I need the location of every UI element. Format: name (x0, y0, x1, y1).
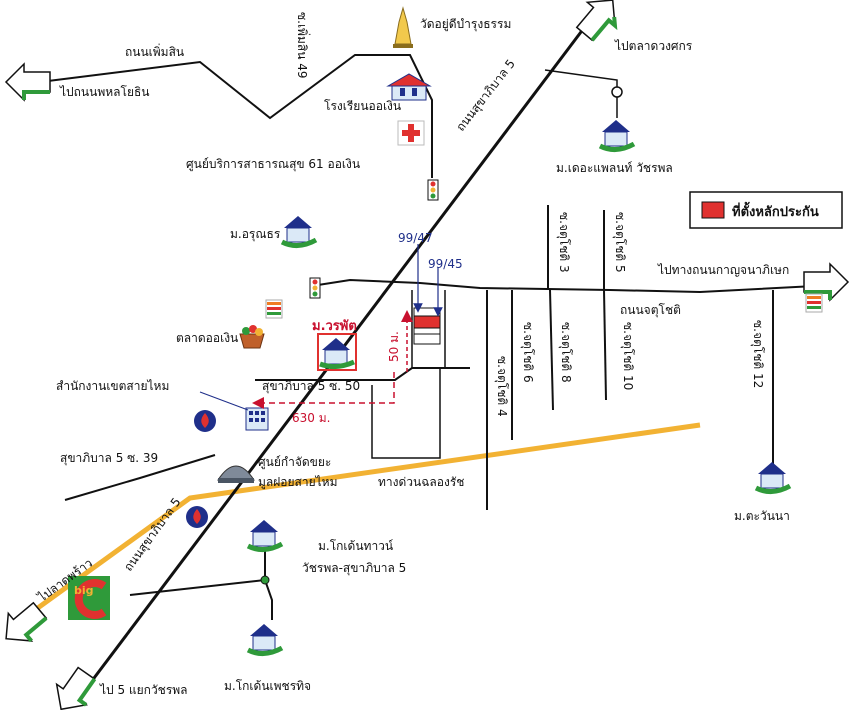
big-c-logo: big (68, 576, 110, 620)
label-sukhaphiban5-lower: ถนนสุขาภิบาล 5 (121, 495, 184, 574)
label-dir-bottom-left-lower: ไป 5 แยกวัชรพล (99, 683, 188, 697)
soi-chatuchot-10 (603, 289, 607, 401)
planet-connector (544, 69, 618, 118)
waste-center-icon (217, 465, 255, 483)
soi-chatuchot-8 (549, 289, 554, 411)
soi-50-road (255, 367, 470, 381)
label-distance-630m: 630 ม. (292, 411, 330, 425)
label-soi-50: สุขาภิบาล 5 ซ. 50 (262, 379, 360, 394)
label-waste-center-2: มูลฝอยสายไหม (258, 475, 337, 490)
soi-39-road (64, 454, 216, 501)
golden-town-road (129, 548, 266, 596)
label-soi-chatuchot-6: ซ.จตุโชติ 6 (520, 322, 535, 383)
label-sukhaphiban5-upper: ถนนสุขาภิบาล 5 (453, 57, 518, 135)
collateral-marker (413, 307, 441, 345)
house-icon-golden-phet (246, 624, 284, 656)
label-golden-town-2: วัชรพล-สุขาภิบาล 5 (302, 561, 406, 576)
label-market: ตลาดออเงิน (176, 331, 238, 345)
district-office-leader (199, 391, 249, 411)
label-golden-town-1: ม.โกเด้นทาวน์ (318, 539, 393, 553)
legend-box: ที่ตั้งหลักประกัน (689, 191, 843, 229)
label-dir-top-right: ไปตลาดวงศกร (614, 39, 693, 53)
big-c-text: big (74, 584, 94, 597)
expressway-line (33, 422, 701, 613)
label-golden-phet: ม.โกเด้นเพชรทิจ (224, 679, 311, 693)
label-soi-chatuchot-12: ซ.จตุโชติ 12 (750, 320, 765, 388)
label-dir-top-left: ไปถนนพหลโยธิน (59, 85, 150, 99)
label-soi-39: สุขาภิบาล 5 ซ. 39 (60, 451, 158, 466)
house-icon-worapat (317, 333, 357, 371)
label-worapat: ม.วรพัต (312, 319, 357, 334)
label-phoemsin-49: ซ.เพิ่มสิน 49 (295, 12, 311, 79)
gas-station-icon-2 (186, 506, 208, 528)
seven-eleven-icon (265, 299, 283, 319)
gas-station-icon (194, 410, 216, 432)
traffic-light-icon (427, 179, 439, 201)
house-icon-tawanna (754, 462, 792, 494)
planet-node (611, 86, 623, 98)
label-school: โรงเรียนออเงิน (324, 99, 401, 113)
seven-eleven-icon-2 (805, 293, 823, 313)
golden-phet-road (264, 579, 273, 620)
label-soi-chatuchot-5: ซ.จตุโชติ 5 (612, 212, 627, 273)
market-icon (239, 325, 265, 349)
label-health-center: ศูนย์บริการสาธารณสุข 61 ออเงิน (186, 157, 360, 172)
legend-label: ที่ตั้งหลักประกัน (732, 201, 819, 220)
arrow-right-icon (803, 262, 850, 302)
arrow-top-right-icon (575, 0, 618, 42)
label-soi-chatuchot-10: ซ.จตุโชติ 10 (620, 322, 635, 390)
label-chatuchot: ถนนจตุโชติ (620, 303, 681, 318)
label-phoemsin: ถนนเพิ่มสิน (125, 43, 184, 59)
chatuchot-road (317, 278, 816, 294)
school-icon (386, 73, 432, 101)
label-district-office: สำนักงานเขตสายไหม (56, 379, 169, 393)
district-office-icon (245, 407, 269, 431)
temple-icon (393, 6, 413, 48)
arrow-top-left-icon (4, 62, 51, 102)
hospital-icon (397, 120, 425, 146)
local-block (371, 368, 441, 459)
label-dir-right: ไปทางถนนกาญจนาภิเษก (657, 263, 789, 277)
label-temple: วัดอยู่ดีบำรุงธรรม (420, 17, 511, 32)
phoemsin-road (39, 54, 433, 178)
junction-dot (260, 575, 270, 585)
house-icon-golden-town (246, 520, 284, 552)
label-distance-50m: 50 ม. (387, 331, 401, 362)
traffic-light-icon-2 (309, 277, 321, 299)
label-arunthon: ม.อรุณธร (230, 227, 281, 242)
arrow-bottom-left-lower-icon (55, 666, 97, 710)
house-icon-arunthon (280, 216, 318, 248)
measure-630m (252, 372, 395, 409)
house-icon-planet (598, 120, 636, 152)
label-soi-chatuchot-8: ซ.จตุโชติ 8 (558, 322, 573, 383)
label-expressway: ทางด่วนฉลองรัช (378, 475, 464, 489)
label-soi-chatuchot-3: ซ.จตุโชติ 3 (556, 212, 571, 273)
label-tawanna: ม.ตะวันนา (734, 509, 790, 523)
label-soi-chatuchot-4: ซ.จตุโชติ 4 (494, 356, 509, 417)
label-the-planet: ม.เดอะแพลนท์ วัชรพล (556, 161, 673, 175)
label-address-99-47: 99/47 (398, 231, 433, 245)
label-address-99-45: 99/45 (428, 257, 463, 271)
label-waste-center-1: ศูนย์กำจัดขยะ (258, 455, 331, 470)
arrow-bottom-left-upper-icon (5, 601, 48, 643)
